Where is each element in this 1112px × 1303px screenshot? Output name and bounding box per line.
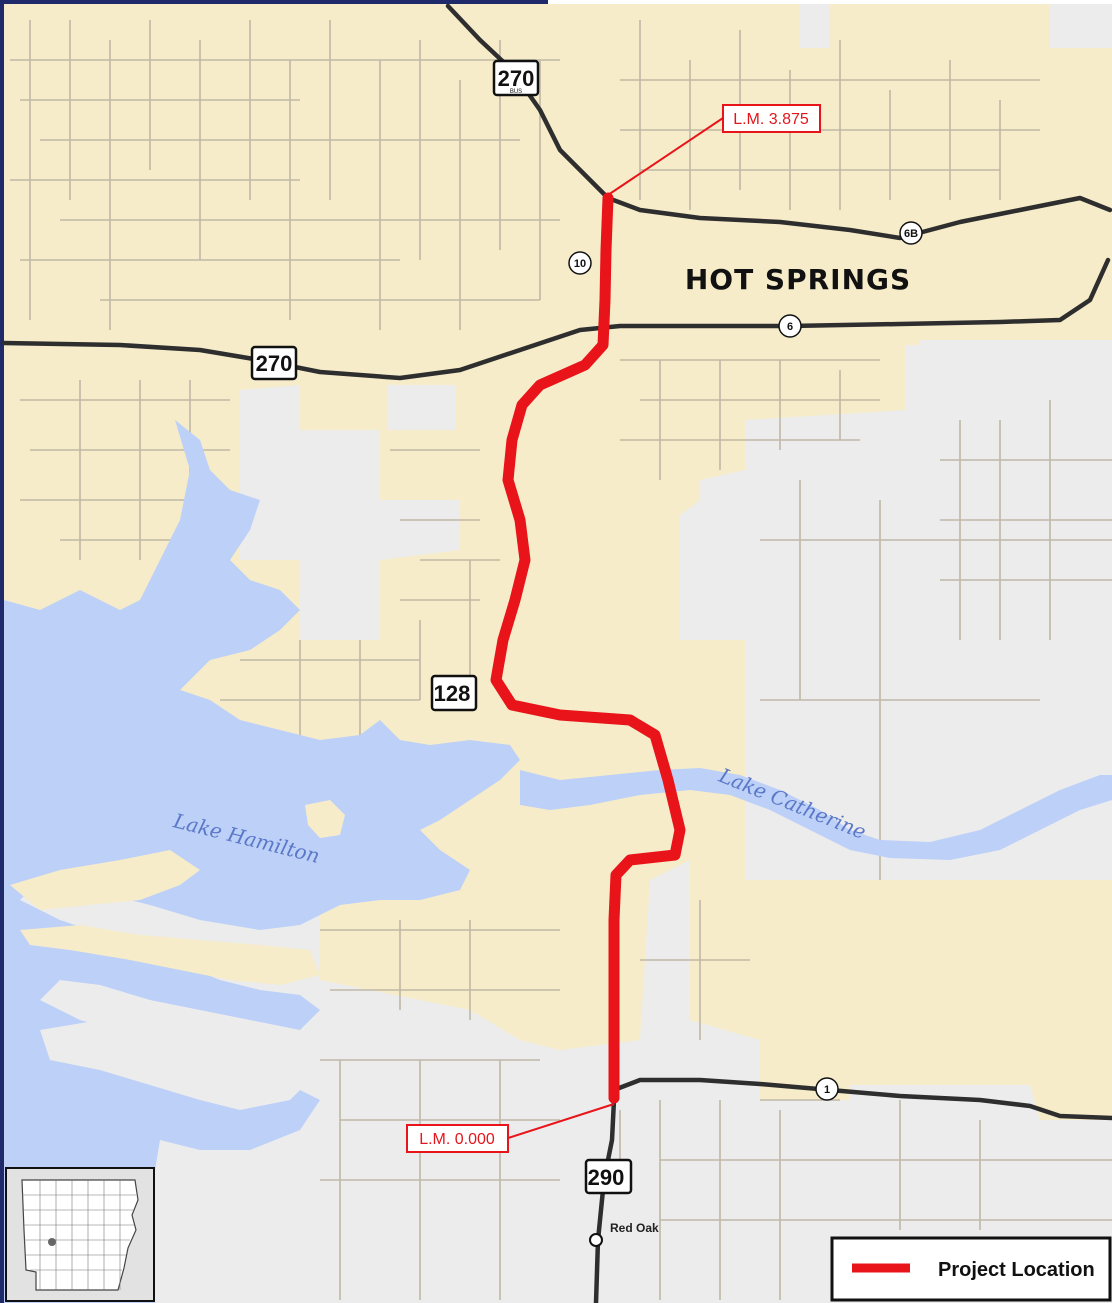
legend-label: Project Location <box>938 1259 1095 1281</box>
lm-south-label: L.M. 0.000 <box>419 1131 495 1148</box>
project-route <box>490 192 686 1104</box>
lm-north-leader <box>607 117 724 196</box>
svg-text:6B: 6B <box>904 228 918 240</box>
svg-text:1: 1 <box>824 1084 830 1096</box>
svg-text:290: 290 <box>588 1165 625 1190</box>
svg-text:6: 6 <box>787 321 793 333</box>
lm-north-box <box>722 104 821 133</box>
gray-patch-4 <box>800 4 830 48</box>
red-oak-label: Red Oak <box>610 1221 659 1235</box>
svg-text:BUS: BUS <box>510 89 522 95</box>
svg-text:128: 128 <box>434 681 471 706</box>
arkansas-outline <box>21 1179 139 1291</box>
peninsula-3 <box>40 1020 310 1110</box>
route-1-marker: 1 <box>815 1077 839 1101</box>
island-1 <box>305 800 345 838</box>
us270-shield: 270 <box>250 345 298 381</box>
svg-text:10: 10 <box>574 258 586 270</box>
us270-road <box>1 257 1111 381</box>
peninsula-2 <box>20 925 320 985</box>
lm-north-label: L.M. 3.875 <box>733 111 809 128</box>
top-strip <box>548 0 1112 4</box>
lake-hamilton <box>4 420 520 1303</box>
ar290-road <box>611 1077 1112 1121</box>
ar128-shield: 128 <box>430 674 478 712</box>
inset-project-marker <box>48 1238 56 1246</box>
lm-north-callout: L.M. 3.875 <box>607 104 821 196</box>
legend-box <box>830 1236 1112 1302</box>
svg-text:270: 270 <box>498 66 535 91</box>
lm-south-box <box>406 1124 509 1153</box>
gray-patch-2 <box>388 385 455 430</box>
gray-patch-3 <box>900 340 1112 665</box>
peninsula-1 <box>10 850 200 910</box>
minor-roads <box>10 20 1112 1300</box>
gray-patch-1 <box>240 385 460 640</box>
lm-south-callout: L.M. 0.000 <box>406 1103 615 1153</box>
red-oak-dot <box>589 1233 603 1247</box>
red-oak-place: Red Oak <box>589 1221 659 1247</box>
ar290-shield: 290 <box>584 1158 633 1195</box>
lm-south-leader <box>507 1103 615 1139</box>
svg-text:270: 270 <box>256 351 293 376</box>
route-6-marker: 6 <box>778 314 802 338</box>
city-label: HOT SPRINGS <box>685 263 911 296</box>
us270-business-shield: 270 BUS <box>492 59 540 97</box>
arkansas-locator-inset <box>5 1167 155 1302</box>
route-10-marker: 10 <box>568 251 592 275</box>
route-6b-marker: 6B <box>899 221 923 245</box>
legend: Project Location <box>830 1236 1112 1302</box>
